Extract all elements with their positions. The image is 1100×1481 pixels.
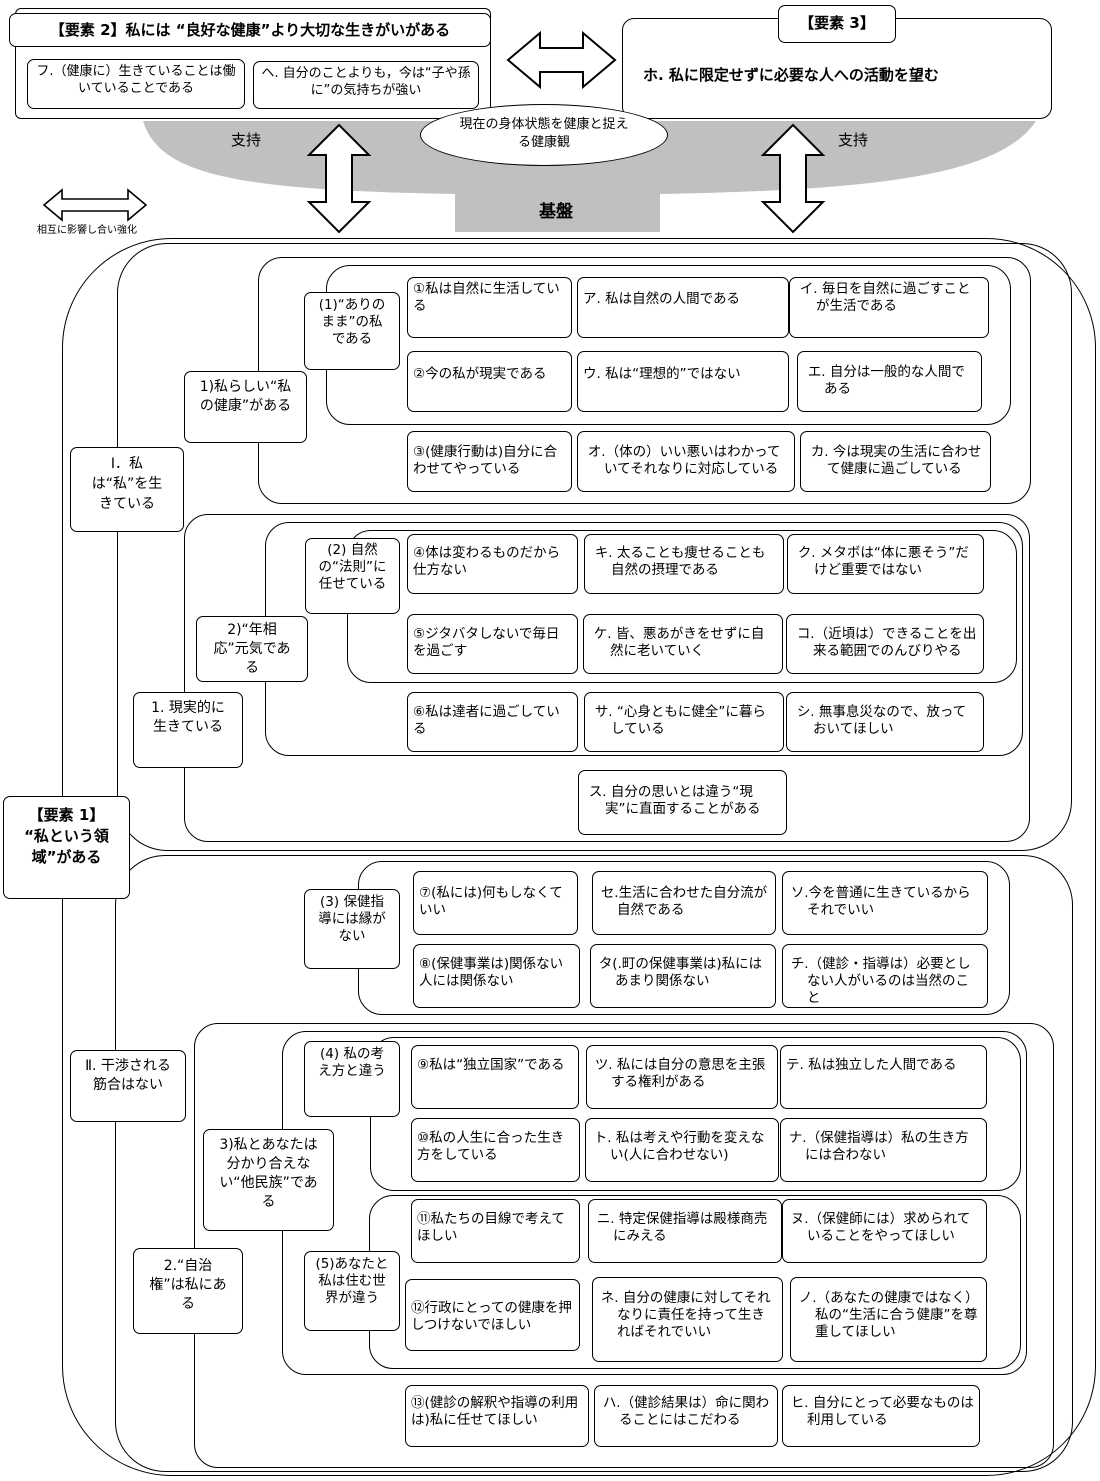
item-to: ト. 私は考えや行動を変えない(人に合わせない)	[585, 1118, 779, 1182]
double-arrow-vertical-left	[306, 123, 372, 234]
item-7: ⑦(私には)何もしなくていい	[413, 871, 578, 935]
item-se: セ.生活に合わせた自分流が自然である	[592, 871, 776, 935]
item-su: ス. 自分の思いとは違う“現実”に直面することがある	[578, 770, 787, 835]
sub4-label: 2.“自治権”は私にある	[133, 1248, 243, 1334]
item-13: ⑬(健診の解釈や指導の利用は)私に任せてほしい	[405, 1385, 589, 1447]
item-no: ノ.（あなたの健康ではなく）私の“生活に合う健康”を尊重してほしい	[790, 1277, 987, 1362]
double-arrow-vertical-right	[760, 123, 826, 234]
support-label-left: 支持	[231, 131, 262, 149]
item-6: ⑥私は達者に過ごしている	[407, 692, 578, 752]
cat3-label: (3) 保健指導には縁がない	[304, 889, 400, 969]
item-ki: キ. 太ることも痩せることも自然の摂理である	[584, 534, 784, 594]
element3-title: 【要素 3】	[778, 5, 896, 43]
item-9: ⑨私は“独立国家”である	[411, 1045, 579, 1109]
item-so: ソ.今を普通に生きているからそれでいい	[782, 871, 988, 935]
item-ni: ニ. 特定保健指導は殿様商売にみえる	[588, 1199, 782, 1263]
element3-item: ホ. 私に限定せずに必要な人への活動を望む	[643, 66, 939, 84]
item-1: ①私は自然に生活している	[407, 277, 572, 338]
item-a: ア. 私は自然の人間である	[577, 277, 789, 338]
item-ha: ハ.（健診結果は）命に関わることにはこだわる	[594, 1385, 778, 1447]
item-tsu: ツ. 私には自分の意思を主張する権利がある	[586, 1045, 778, 1109]
element2-item-he: ヘ. 自分のことよりも，今は“子や孫に”の気持ちが強い	[253, 61, 479, 109]
element1-label: 【要素 1】 “私という領域”がある	[3, 796, 130, 899]
item-2: ②今の私が現実である	[407, 351, 572, 412]
element2-item-fu: フ.（健康に）生きていることは働いていることである	[27, 59, 245, 109]
item-sa: サ. “心身ともに健全”に暮らしている	[584, 692, 784, 752]
cat5-label: (5)あなたと私は住む世界が違う	[304, 1251, 400, 1331]
item-te: テ. 私は独立した人間である	[780, 1045, 987, 1109]
health-view-text: 現在の身体状態を健康と捉える健康観	[459, 117, 629, 150]
sub2-label: 1. 現実的に生きている	[133, 692, 243, 768]
item-ko: コ.（近頃は）できることを出来る範囲でのんびりやる	[786, 614, 984, 674]
groupI-label: Ⅰ．私は“私”を生きている	[70, 447, 184, 532]
groupII-label: Ⅱ. 干渉される筋合はない	[70, 1050, 186, 1122]
foundation-label: 基盤	[539, 202, 573, 222]
item-11: ⑪私たちの目線で考えてほしい	[411, 1199, 580, 1263]
legend-label: 相互に影響し合い強化	[37, 225, 137, 236]
legend-double-arrow	[42, 188, 148, 222]
item-4: ④体は変わるものだから仕方ない	[407, 534, 578, 594]
support-label-right: 支持	[838, 131, 869, 149]
element1-title: 【要素 1】	[28, 806, 105, 824]
item-u: ウ. 私は“理想的”ではない	[577, 351, 789, 412]
sub3-label: 3)私とあなたは分かり合えない“他民族”である	[203, 1129, 334, 1231]
groupI-container	[117, 243, 1072, 851]
item-nu: ヌ.（保健師には）求められていることをやってほしい	[782, 1199, 987, 1263]
item-o: オ.（体の）いい悪いはわかっていてそれなりに対応している	[577, 431, 795, 492]
item-shi: シ. 無事息災なので、放っておいてほしい	[786, 692, 984, 752]
element2-title: 【要素 2】私には “良好な健康”より大切な生きがいがある	[9, 13, 491, 47]
cat2-label: (2) 自然の“法則”に任せている	[305, 538, 400, 614]
item-12: ⑫行政にとっての健康を押しつけないでほしい	[405, 1279, 580, 1351]
health-view-ellipse: 現在の身体状態を健康と捉える健康観	[420, 104, 668, 166]
sub1-label: 1)私らしい“私の健康”がある	[184, 371, 307, 443]
item-chi: チ.（健診・指導は）必要としない人がいるのは当然のこと	[782, 944, 988, 1008]
item-8: ⑧(保健事業は)関係ない人には関係ない	[413, 944, 580, 1008]
item-ke: ケ. 皆、悪あがきをせずに自然に老いていく	[583, 614, 783, 674]
item-ta: タ(.町の保健事業は)私にはあまり関係ない	[590, 944, 776, 1008]
item-i: イ. 毎日を自然に過ごすことが生活である	[789, 277, 989, 338]
item-10: ⑩私の人生に合った生き方をしている	[411, 1118, 580, 1182]
item-e: エ. 自分は一般的な人間である	[797, 351, 982, 412]
item-ka: カ. 今は現実の生活に合わせて健康に過ごしている	[800, 431, 991, 492]
item-hi: ヒ. 自分にとって必要なものは利用している	[782, 1385, 980, 1447]
item-3: ③(健康行動は)自分に合わせてやっている	[407, 431, 572, 492]
item-ku: ク. メタボは“体に悪そう”だけど重要ではない	[787, 534, 984, 594]
sub34-container	[194, 1023, 1054, 1468]
groupII-container	[115, 855, 1073, 1472]
sub2-container	[184, 514, 1030, 842]
item-5: ⑤ジタバタしないで毎日を過ごす	[407, 614, 578, 674]
element1-subtitle: “私という領域”がある	[24, 827, 109, 866]
cat4-label: (4) 私の考え方と違う	[304, 1041, 400, 1117]
sub2-sub-label: 2)“年相応”元気である	[196, 616, 308, 682]
cat1-label: (1)“ありのまま”の私である	[304, 292, 400, 370]
item-na: ナ.（保健指導は）私の生き方には合わない	[780, 1118, 987, 1182]
item-ne: ネ. 自分の健康に対してそれなりに責任を持って生きればそれでいい	[592, 1277, 783, 1362]
double-arrow-horizontal	[506, 30, 617, 90]
